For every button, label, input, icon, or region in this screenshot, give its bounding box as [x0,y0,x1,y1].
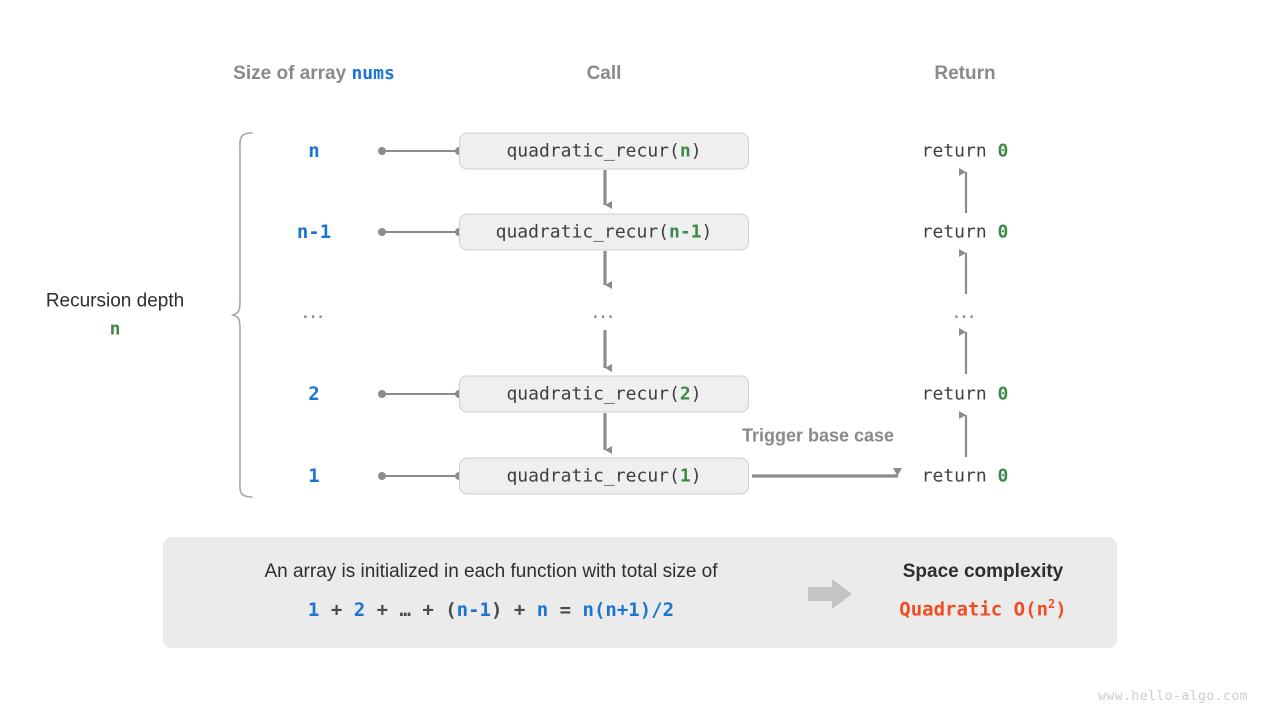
call-box-row-1[interactable]: quadratic_recur(n-1) [459,213,749,251]
call-box-row-4[interactable]: quadratic_recur(1) [459,457,749,495]
trigger-base-case-note: Trigger base case [741,425,895,446]
call-box-row-1-arg: n-1 [669,221,702,243]
call-box-row-0-prefix: quadratic_recur( [506,140,680,162]
summary-description: An array is initialized in each function… [264,561,718,582]
call-box-row-3-arg: 2 [679,383,691,405]
size-connector-lines [378,147,463,480]
header-size-prefix: Size of array [233,63,352,84]
return-label-row-4-value: 0 [997,465,1009,487]
call-box-row-1-prefix: quadratic_recur( [495,221,670,243]
return-label-row-0-value: 0 [997,140,1009,162]
size-label-row-0: n [308,140,320,162]
call-box-row-2-ellipsis: … [591,297,617,324]
recursion-depth-label: Recursion depth n [46,286,184,343]
call-box-row-3-prefix: quadratic_recur( [506,383,680,405]
header-call: Call [586,63,622,84]
summary-complexity-value: Quadratic O(n2) [863,597,1103,620]
return-label-row-0: return 0 [922,141,1009,162]
recursion-depth-brace [230,132,253,498]
size-label-row-4: 1 [308,465,320,487]
header-return: Return [934,63,996,84]
return-label-row-4: return 0 [922,466,1009,487]
call-box-row-0-arg: n [679,140,691,162]
header-size-code: nums [351,63,395,84]
recursion-depth-value: n [109,318,121,340]
call-box-row-1-suffix: ) [701,221,713,243]
summary-formula: 1 + 2 + … + (n-1) + n = n(n+1)/2 [307,599,675,621]
call-box-row-0-suffix: ) [690,140,702,162]
call-box-row-0[interactable]: quadratic_recur(n) [459,132,749,170]
summary-complexity-value-main: Quadratic O(n [899,598,1049,621]
summary-complexity-group: Space complexity Quadratic O(n2) [863,537,1103,648]
implies-arrow-icon [808,579,852,609]
recursion-depth-text: Recursion depth [45,290,185,312]
summary-panel: An array is initialized in each function… [163,537,1117,648]
return-label-row-3-value: 0 [997,383,1009,405]
return-label-row-1-value: 0 [997,221,1009,243]
call-box-row-4-suffix: ) [690,465,702,487]
header-size-of-array: Size of array nums [233,63,395,85]
return-label-row-0-text: return [921,140,998,162]
summary-complexity-value-tail: ) [1055,598,1067,621]
summary-complexity-exponent: 2 [1048,597,1056,611]
size-label-row-1: n-1 [296,221,332,243]
return-label-row-1: return 0 [922,222,1009,243]
return-label-row-3: return 0 [922,384,1009,405]
return-label-row-1-text: return [921,221,998,243]
return-label-row-4-text: return [921,465,998,487]
call-box-row-3-suffix: ) [690,383,702,405]
summary-complexity-title: Space complexity [902,561,1064,582]
call-box-row-4-prefix: quadratic_recur( [506,465,680,487]
size-label-row-2-ellipsis: … [301,297,327,324]
size-label-row-3: 2 [308,383,320,405]
return-label-row-3-text: return [921,383,998,405]
call-box-row-4-arg: 1 [679,465,691,487]
return-label-row-2-ellipsis: … [952,297,978,324]
watermark: www.hello-algo.com [1098,689,1248,704]
call-box-row-3[interactable]: quadratic_recur(2) [459,375,749,413]
